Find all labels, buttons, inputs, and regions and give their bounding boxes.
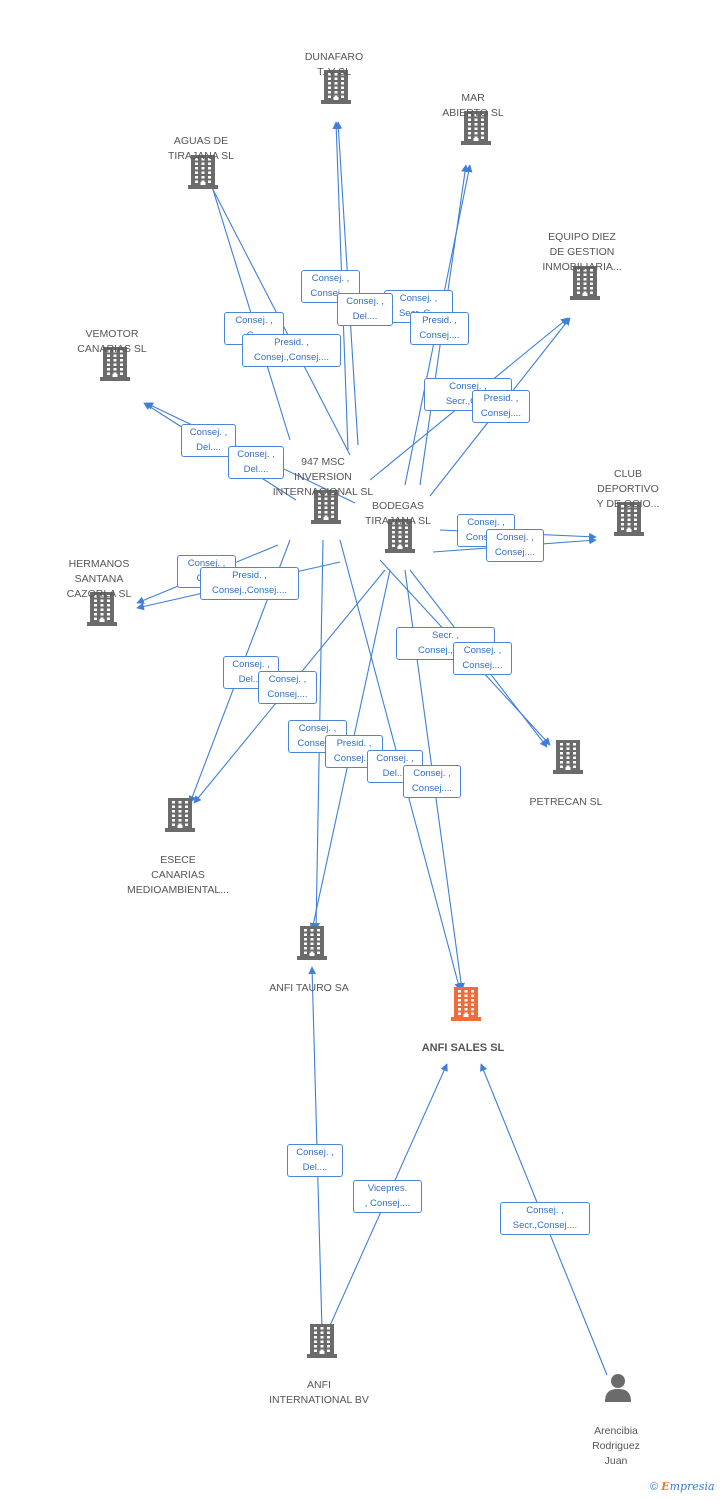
building-icon[interactable] xyxy=(100,345,130,386)
building-icon[interactable] xyxy=(385,517,415,558)
node-label-club[interactable]: CLUB DEPORTIVO Y DE OCIO... xyxy=(596,468,660,510)
node-label-equipo[interactable]: EQUIPO DIEZ DE GESTION INMOBILIARIA... xyxy=(542,231,622,273)
node-label-tauro[interactable]: ANFI TAURO SA xyxy=(269,982,349,994)
node-label-bodegas[interactable]: BODEGAS TIRAJANA SL xyxy=(365,500,431,527)
building-icon[interactable] xyxy=(553,738,583,779)
node-label-mar[interactable]: MAR ABIERTO SL xyxy=(442,92,504,119)
role-label-box[interactable]: Presid. , Consej.,Consej.... xyxy=(242,334,341,367)
node-label-sales[interactable]: ANFI SALES SL xyxy=(421,1042,505,1054)
role-label-box[interactable]: Consej. , Del.... xyxy=(228,446,284,479)
building-icon[interactable] xyxy=(188,153,218,194)
role-label-box[interactable]: Consej. , Del.... xyxy=(181,424,236,457)
role-label-box[interactable]: Consej. , Consej.... xyxy=(258,671,317,704)
node-label-person[interactable]: Arencibia Rodriguez Juan xyxy=(592,1425,640,1467)
node-label-vemotor[interactable]: VEMOTOR CANARIAS SL xyxy=(77,328,147,355)
role-label-box[interactable]: Consej. , Consej.... xyxy=(403,765,461,798)
building-icon[interactable] xyxy=(87,590,117,631)
building-icon[interactable] xyxy=(307,1322,337,1363)
person-icon[interactable] xyxy=(603,1372,633,1407)
node-label-esece[interactable]: ESECE CANARIAS MEDIOAMBIENTAL... xyxy=(127,854,229,896)
node-label-hermanos[interactable]: HERMANOS SANTANA CAZORLA SL xyxy=(66,558,132,600)
role-label-box[interactable]: Consej. , Consej.... xyxy=(486,529,544,562)
role-label-box[interactable]: Vicepres. , Consej.... xyxy=(353,1180,422,1213)
building-icon[interactable] xyxy=(451,985,481,1026)
building-icon[interactable] xyxy=(461,109,491,150)
building-icon[interactable] xyxy=(297,924,327,965)
role-label-box[interactable]: Consej. , Del.... xyxy=(287,1144,343,1177)
building-icon[interactable] xyxy=(321,68,351,109)
node-label-aguas[interactable]: AGUAS DE TIRAJANA SL xyxy=(168,135,234,162)
node-label-dunafaro[interactable]: DUNAFARO T. V SL xyxy=(304,51,364,78)
building-icon[interactable] xyxy=(614,500,644,541)
copyright-symbol: © xyxy=(650,1481,659,1493)
role-label-box[interactable]: Presid. , Consej.,Consej.... xyxy=(200,567,299,600)
role-label-box[interactable]: Presid. , Consej.... xyxy=(410,312,469,345)
node-label-petrecan[interactable]: PETRECAN SL xyxy=(529,796,603,808)
building-icon[interactable] xyxy=(311,488,341,529)
relation-edge xyxy=(208,179,291,441)
role-label-box[interactable]: Consej. , Consej.... xyxy=(453,642,512,675)
node-label-msc[interactable]: 947 MSC INVERSION INTERNACIONAL SL xyxy=(272,456,374,498)
role-label-box[interactable]: Consej. , Del.... xyxy=(337,293,393,326)
empresia-logo: Empresia xyxy=(661,1480,715,1493)
role-label-box[interactable]: Consej. , Secr.,Consej.... xyxy=(500,1202,590,1235)
role-label-box[interactable]: Presid. , Consej.... xyxy=(472,390,530,423)
building-icon[interactable] xyxy=(570,264,600,305)
footer-brand: © Empresia xyxy=(650,1480,715,1493)
node-label-intl[interactable]: ANFI INTERNATIONAL BV xyxy=(269,1379,369,1406)
building-icon[interactable] xyxy=(165,796,195,837)
